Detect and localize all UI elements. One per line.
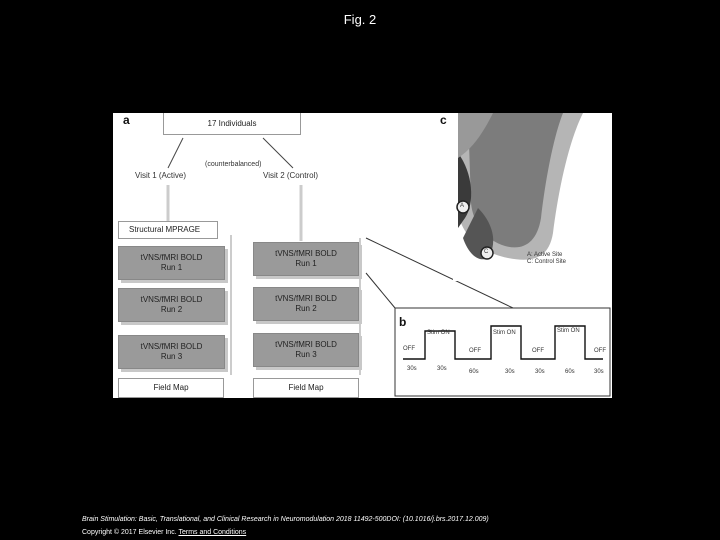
state-label: Stim ON bbox=[493, 330, 516, 336]
duration-label: 60s bbox=[565, 369, 575, 375]
visit1-label: Visit 1 (Active) bbox=[135, 171, 186, 180]
terms-link[interactable]: Terms and Conditions bbox=[178, 529, 247, 536]
run-number: Run 2 bbox=[295, 304, 317, 313]
run-number: Run 1 bbox=[160, 263, 183, 272]
duration-label: 60s bbox=[469, 369, 479, 375]
state-label: OFF bbox=[532, 348, 544, 354]
connector-visit1 bbox=[167, 137, 184, 169]
run-number: Run 1 bbox=[295, 259, 317, 268]
run-title: tVNS/fMRI BOLD bbox=[140, 295, 203, 304]
citation-text: Brain Stimulation: Basic, Translational,… bbox=[82, 516, 489, 523]
figure-title: Fig. 2 bbox=[343, 12, 377, 27]
marker-c-text: C bbox=[484, 249, 489, 255]
run-title: tVNS/fMRI BOLD bbox=[275, 340, 337, 349]
panel-c-label: c bbox=[440, 113, 447, 127]
copyright-line: Copyright © 2017 Elsevier Inc. Terms and… bbox=[82, 529, 246, 536]
run-number: Run 3 bbox=[160, 352, 183, 361]
connector-visit2 bbox=[262, 137, 294, 169]
legend-control-site: C: Control Site bbox=[527, 259, 567, 265]
ear-illustration bbox=[453, 113, 612, 281]
zoom-line-top bbox=[365, 237, 514, 309]
run-title: tVNS/fMRI BOLD bbox=[275, 294, 337, 303]
duration-label: 30s bbox=[437, 366, 447, 372]
run-title: tVNS/fMRI BOLD bbox=[140, 342, 203, 351]
state-label: Stim ON bbox=[427, 330, 450, 336]
run-title: tVNS/fMRI BOLD bbox=[140, 253, 203, 262]
stimulation-timeline bbox=[403, 325, 603, 360]
run-number: Run 3 bbox=[295, 350, 317, 359]
run-number: Run 2 bbox=[160, 305, 183, 314]
state-label: OFF bbox=[403, 346, 415, 352]
visit1-run2-box: tVNS/fMRI BOLD Run 2 bbox=[118, 288, 225, 322]
zoom-line-bottom bbox=[365, 272, 396, 309]
visit2-run2-box: tVNS/fMRI BOLD Run 2 bbox=[253, 287, 359, 321]
visit2-label: Visit 2 (Control) bbox=[263, 171, 318, 180]
counterbalanced-label: (counterbalanced) bbox=[205, 161, 262, 168]
visit1-run1-box: tVNS/fMRI BOLD Run 1 bbox=[118, 246, 225, 280]
duration-label: 30s bbox=[505, 369, 515, 375]
panel-b-label: b bbox=[399, 315, 407, 329]
copyright-text: Copyright © 2017 Elsevier Inc. bbox=[82, 529, 179, 536]
duration-label: 30s bbox=[594, 369, 604, 375]
visit2-run1-box: tVNS/fMRI BOLD Run 1 bbox=[253, 242, 359, 276]
visit1-run3-box: tVNS/fMRI BOLD Run 3 bbox=[118, 335, 225, 369]
structural-mprage-box: Structural MPRAGE bbox=[118, 221, 218, 239]
state-label: OFF bbox=[594, 348, 606, 354]
panel-a-label: a bbox=[123, 113, 130, 127]
individuals-box: 17 Individuals bbox=[163, 113, 301, 135]
control-site-marker bbox=[480, 246, 494, 260]
panel-b-frame bbox=[394, 307, 611, 397]
diagram-graphics bbox=[166, 113, 612, 397]
duration-label: 30s bbox=[535, 369, 545, 375]
active-site-marker bbox=[456, 200, 470, 214]
state-label: OFF bbox=[469, 348, 481, 354]
visit2-fieldmap-box: Field Map bbox=[253, 378, 359, 398]
duration-label: 30s bbox=[407, 366, 417, 372]
legend-active-site: A: Active Site bbox=[527, 252, 563, 258]
visit2-run3-box: tVNS/fMRI BOLD Run 3 bbox=[253, 333, 359, 367]
visit1-fieldmap-box: Field Map bbox=[118, 378, 224, 398]
figure-panel: a c b 17 Individuals (counterbalanced) V… bbox=[113, 113, 612, 398]
state-label: Stim ON bbox=[557, 328, 580, 334]
marker-a-text: A bbox=[460, 203, 465, 209]
run-title: tVNS/fMRI BOLD bbox=[275, 249, 337, 258]
